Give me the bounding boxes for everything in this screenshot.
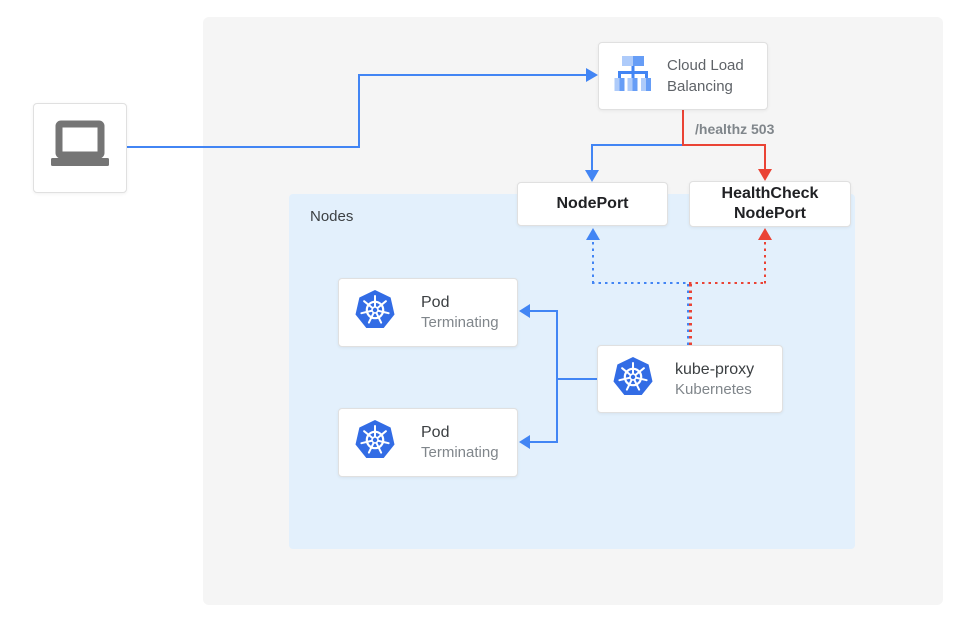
kube-proxy-node: kube-proxy Kubernetes [597,345,783,413]
edge-kubeproxy-nodeport-h [592,282,689,284]
nodeport-label: NodePort [556,195,629,212]
kubernetes-icon [353,419,397,466]
kubernetes-icon [611,356,655,403]
kube-proxy-subtitle: Kubernetes [675,380,752,398]
kube-proxy-title: kube-proxy [675,360,755,378]
edge-kubeproxy-healthcheck-h [689,282,766,284]
edge-kubeproxy-stem [687,284,692,345]
edge-to-pod-top [529,310,557,312]
pod-top-title: Pod [421,294,450,311]
client-node [33,103,127,193]
pod-top-node: Pod Terminating [338,278,518,347]
healthcheck-nodeport-label-line1: HealthCheck [721,185,819,202]
edge-to-healthcheck-v [764,146,766,170]
edge-pods-split-v [556,310,558,443]
arrowhead-into-healthcheck [758,169,772,181]
edge-kubeproxy-to-split [557,378,597,380]
healthcheck-nodeport-label-line2: NodePort [734,205,806,222]
edge-to-pod-bottom [529,441,557,443]
healthcheck-nodeport-node: HealthCheck NodePort [689,181,851,227]
arrowhead-into-pod-top [519,304,530,318]
arrowhead-kubeproxy-to-nodeport [586,228,600,240]
arrowhead-into-lb [586,68,598,82]
pod-bottom-status: Terminating [421,444,499,461]
kubernetes-icon [353,289,397,336]
arrowhead-into-pod-bottom [519,435,530,449]
edge-to-healthcheck-h [682,144,766,146]
nodeport-node: NodePort [517,182,668,226]
edge-client-to-lb-h1 [127,146,360,148]
edge-client-to-lb-h2 [358,74,586,76]
healthz-status-label: /healthz 503 [695,121,775,137]
edge-to-nodeport-h [591,144,684,146]
cloud-load-balancing-label: Cloud Load Balancing [667,57,744,95]
edge-lb-down-red [682,110,684,146]
laptop-icon [48,117,112,180]
cloud-load-balancing-node: Cloud Load Balancing [598,42,768,110]
edge-to-nodeport-v [591,146,593,172]
nodes-panel-label: Nodes [310,208,354,225]
edge-client-to-lb-v [358,74,360,148]
pod-bottom-node: Pod Terminating [338,408,518,477]
arrowhead-kubeproxy-to-healthcheck [758,228,772,240]
pod-bottom-title: Pod [421,424,450,441]
edge-kubeproxy-nodeport-v [592,242,594,284]
load-balancer-icon [613,55,653,98]
arrowhead-into-nodeport [585,170,599,182]
edge-kubeproxy-healthcheck-v [764,242,766,284]
pod-top-status: Terminating [421,314,499,331]
